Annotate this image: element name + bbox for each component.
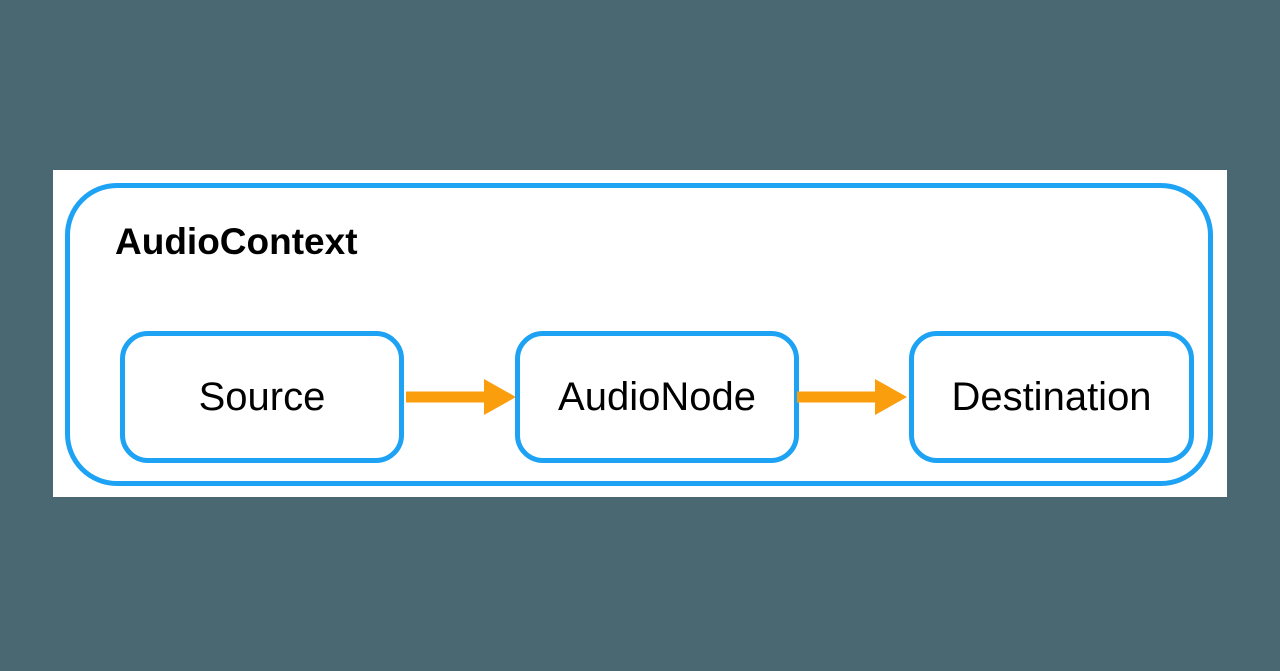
diagram-panel: AudioContext Source AudioNode Destinatio… <box>53 170 1227 497</box>
node-audionode-label: AudioNode <box>558 374 756 419</box>
node-source: Source <box>120 331 404 463</box>
node-destination: Destination <box>909 331 1194 463</box>
node-audionode: AudioNode <box>515 331 799 463</box>
arrow-right-icon <box>406 377 516 417</box>
audiocontext-label: AudioContext <box>115 221 358 262</box>
node-source-label: Source <box>198 374 326 419</box>
audiocontext-container: AudioContext Source AudioNode Destinatio… <box>65 183 1213 486</box>
arrow-right-icon <box>797 377 907 417</box>
node-destination-label: Destination <box>951 374 1152 419</box>
